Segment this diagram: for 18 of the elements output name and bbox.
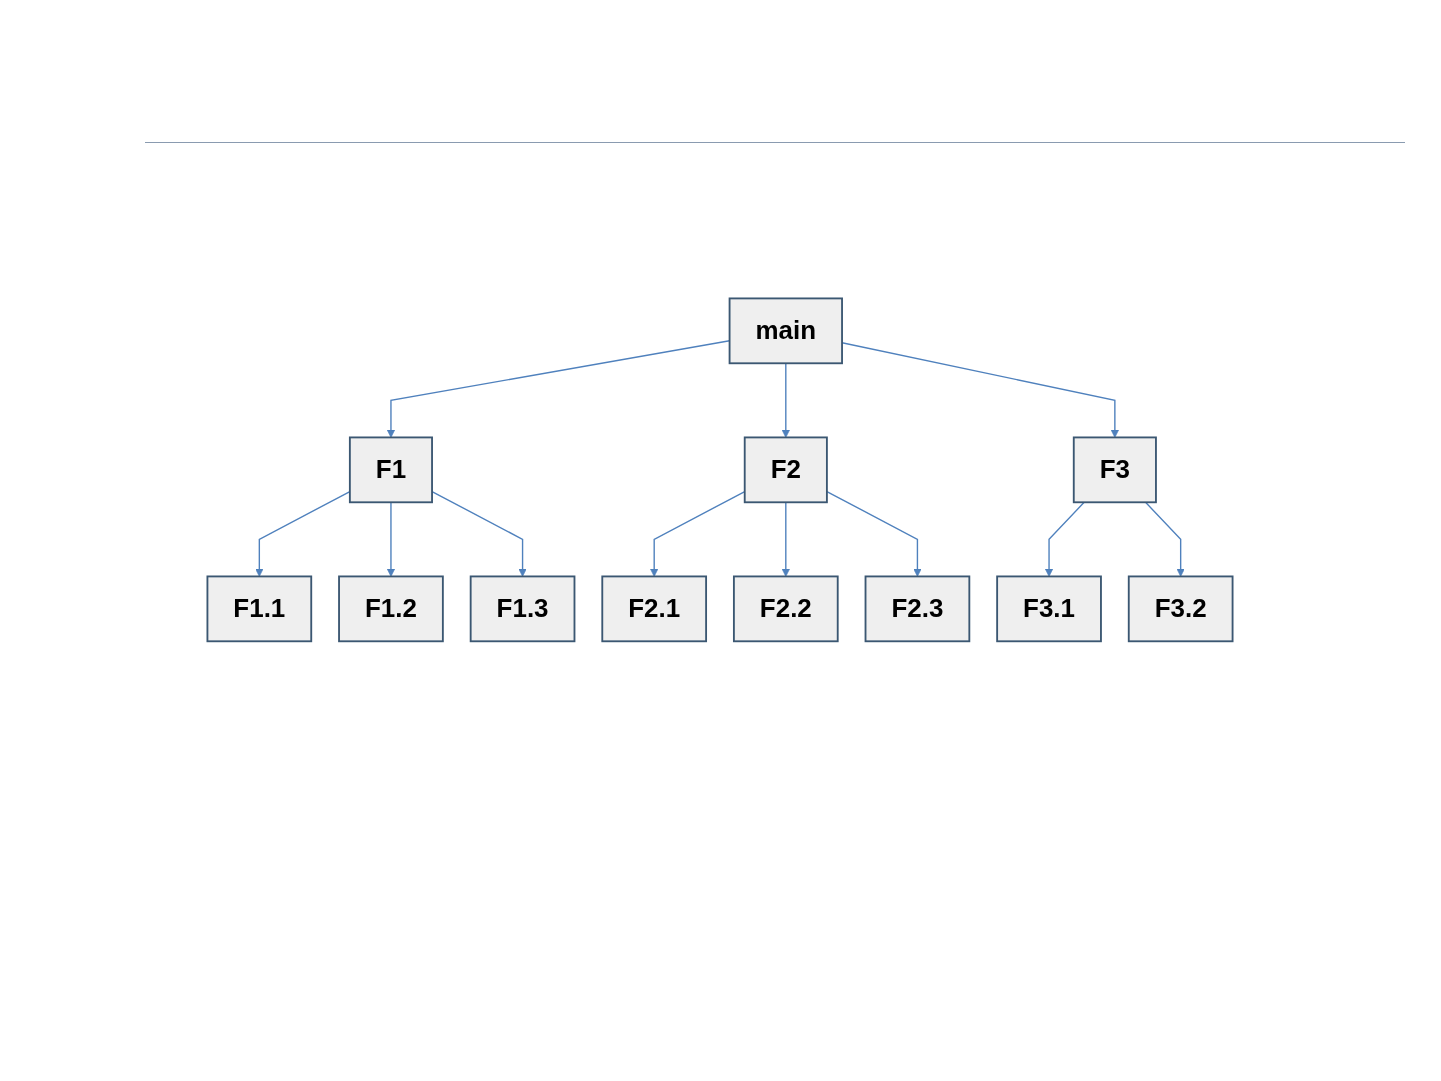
node-box: F1.1 <box>206 575 313 643</box>
arrow <box>386 501 396 577</box>
arrow <box>781 362 790 438</box>
node-box: F1.3 <box>469 575 576 643</box>
node-box: F3.1 <box>996 575 1102 643</box>
arrow <box>781 501 790 577</box>
node-box: F2.2 <box>732 575 839 643</box>
node-box: F3.2 <box>1127 575 1234 643</box>
arrow <box>1144 501 1185 577</box>
node-box: F2.1 <box>601 575 708 643</box>
arrow <box>1044 501 1085 577</box>
node-box: main <box>728 297 843 365</box>
arrow <box>826 491 922 577</box>
node-box: F1.2 <box>338 575 444 643</box>
node-box: F1 <box>348 436 433 504</box>
node-box: F3 <box>1072 436 1157 504</box>
node-box: F2.3 <box>864 575 971 643</box>
node-box: F2 <box>743 436 828 504</box>
